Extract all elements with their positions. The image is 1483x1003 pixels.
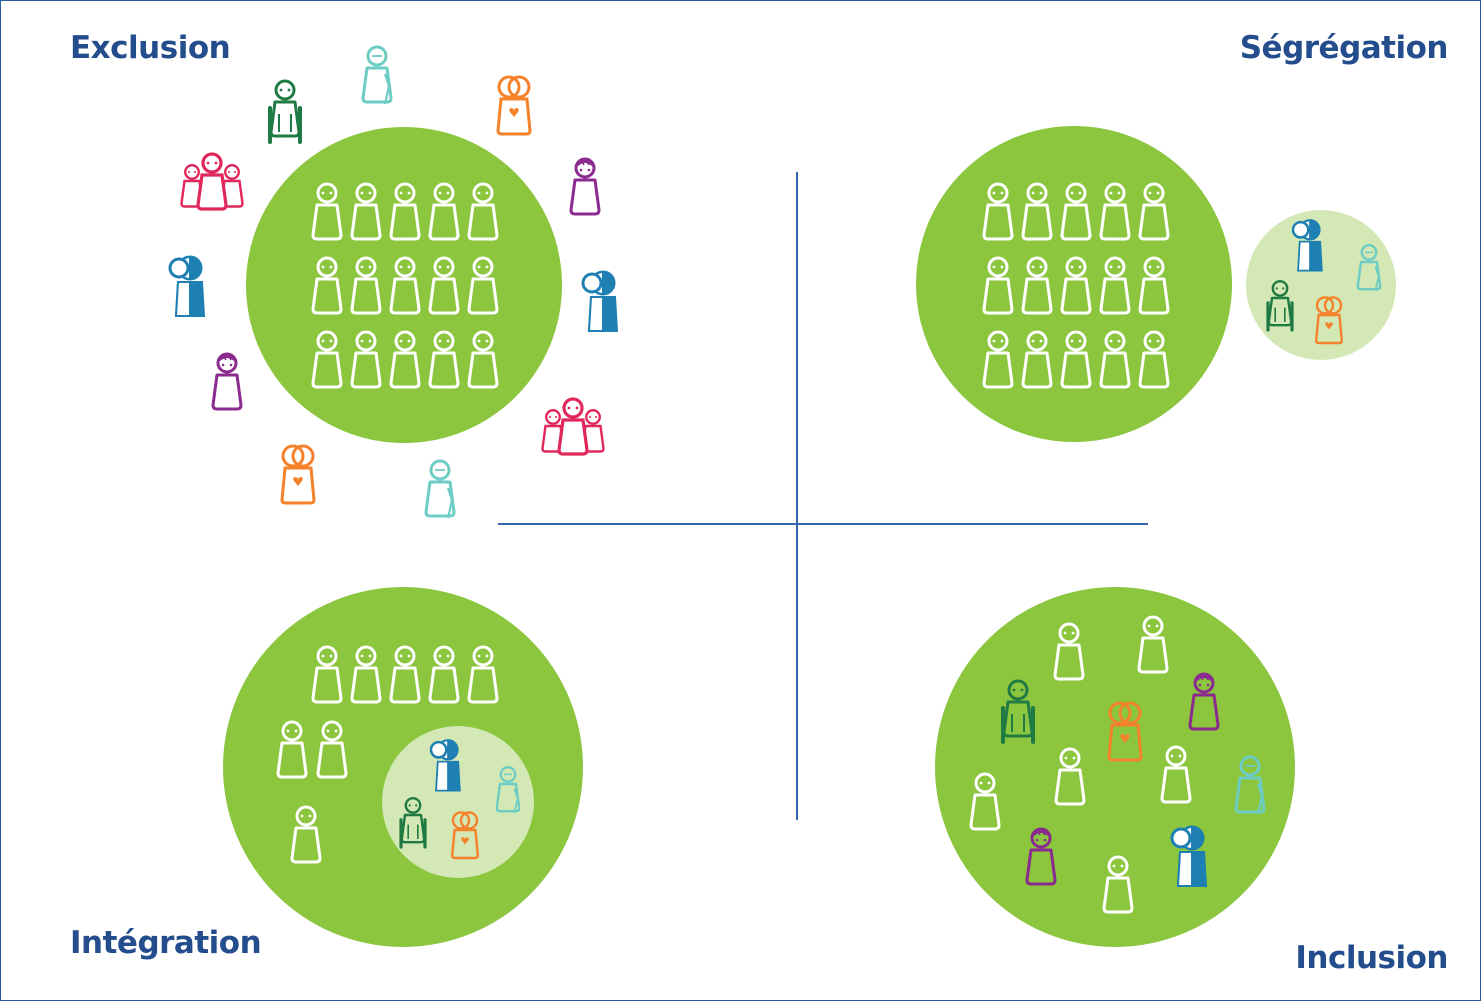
person-icon [311,256,343,315]
majority-circle [246,127,562,443]
blind-person-icon [424,459,456,519]
integrated-group-circle [382,726,534,878]
inclusion-quadrant [935,587,1295,947]
person-icon [1138,182,1170,241]
inclusion-label: Inclusion [1295,940,1448,976]
person-icon [1138,256,1170,315]
conjoined-person-icon [450,811,480,860]
person-icon [316,720,348,779]
person-icon [290,805,322,864]
person-icon [311,182,343,241]
girl-icon [569,157,601,216]
wheelchair-user-icon [1001,679,1035,744]
person-icon [467,330,499,389]
integration-label: Intégration [70,925,262,961]
person-icon [389,330,421,389]
conjoined-person-icon [1314,296,1344,345]
person-icon [1021,330,1053,389]
person-icon [1099,330,1131,389]
segregation-label: Ségrégation [1239,30,1449,66]
half-face-person-icon [429,739,461,792]
person-icon [1099,182,1131,241]
blind-person-icon [495,765,521,813]
person-icon [311,330,343,389]
person-icon [982,182,1014,241]
girl-icon [1025,827,1057,886]
person-icon [1054,747,1086,806]
person-icon [1053,622,1085,681]
exclusion-label: Exclusion [70,30,231,66]
person-icon [350,330,382,389]
axis-lines [498,172,1148,820]
person-icon [467,182,499,241]
person-icon [428,330,460,389]
wheelchair-user-icon [399,796,427,849]
half-face-person-icon [168,255,206,317]
person-icon [276,720,308,779]
person-icon [350,256,382,315]
half-face-person-icon [1291,219,1323,272]
segregation-quadrant [916,126,1396,442]
person-icon [969,772,1001,831]
blind-person-icon [361,45,393,105]
conjoined-person-icon [496,75,532,136]
person-icon [1060,182,1092,241]
person-icon [350,182,382,241]
wheelchair-user-icon [1266,279,1294,332]
person-icon [982,330,1014,389]
person-icon [982,256,1014,315]
conjoined-person-icon [280,444,316,505]
person-icon [311,645,343,704]
person-icon [1160,745,1192,804]
person-icon [428,256,460,315]
person-icon [1021,256,1053,315]
person-icon [1137,615,1169,674]
person-icon [467,256,499,315]
person-icon [428,645,460,704]
group-icon [180,152,244,211]
integration-quadrant [223,587,583,947]
person-icon [1099,256,1131,315]
person-icon [1021,182,1053,241]
conjoined-person-icon [1107,701,1143,762]
half-face-person-icon [581,270,619,332]
person-icon [428,182,460,241]
person-icon [350,645,382,704]
separate-group-circle [1246,210,1396,360]
blind-person-icon [1234,755,1266,815]
majority-circle [916,126,1232,442]
person-icon [1060,256,1092,315]
person-icon [1138,330,1170,389]
person-icon [389,645,421,704]
person-icon [1102,855,1134,914]
girl-icon [1188,672,1220,731]
half-face-person-icon [1170,825,1208,887]
person-icon [389,182,421,241]
wheelchair-user-icon [268,79,302,144]
person-icon [467,645,499,704]
exclusion-quadrant [168,45,619,519]
person-icon [1060,330,1092,389]
blind-person-icon [1356,243,1382,291]
girl-icon [211,352,243,411]
person-icon [389,256,421,315]
group-icon [541,397,605,456]
